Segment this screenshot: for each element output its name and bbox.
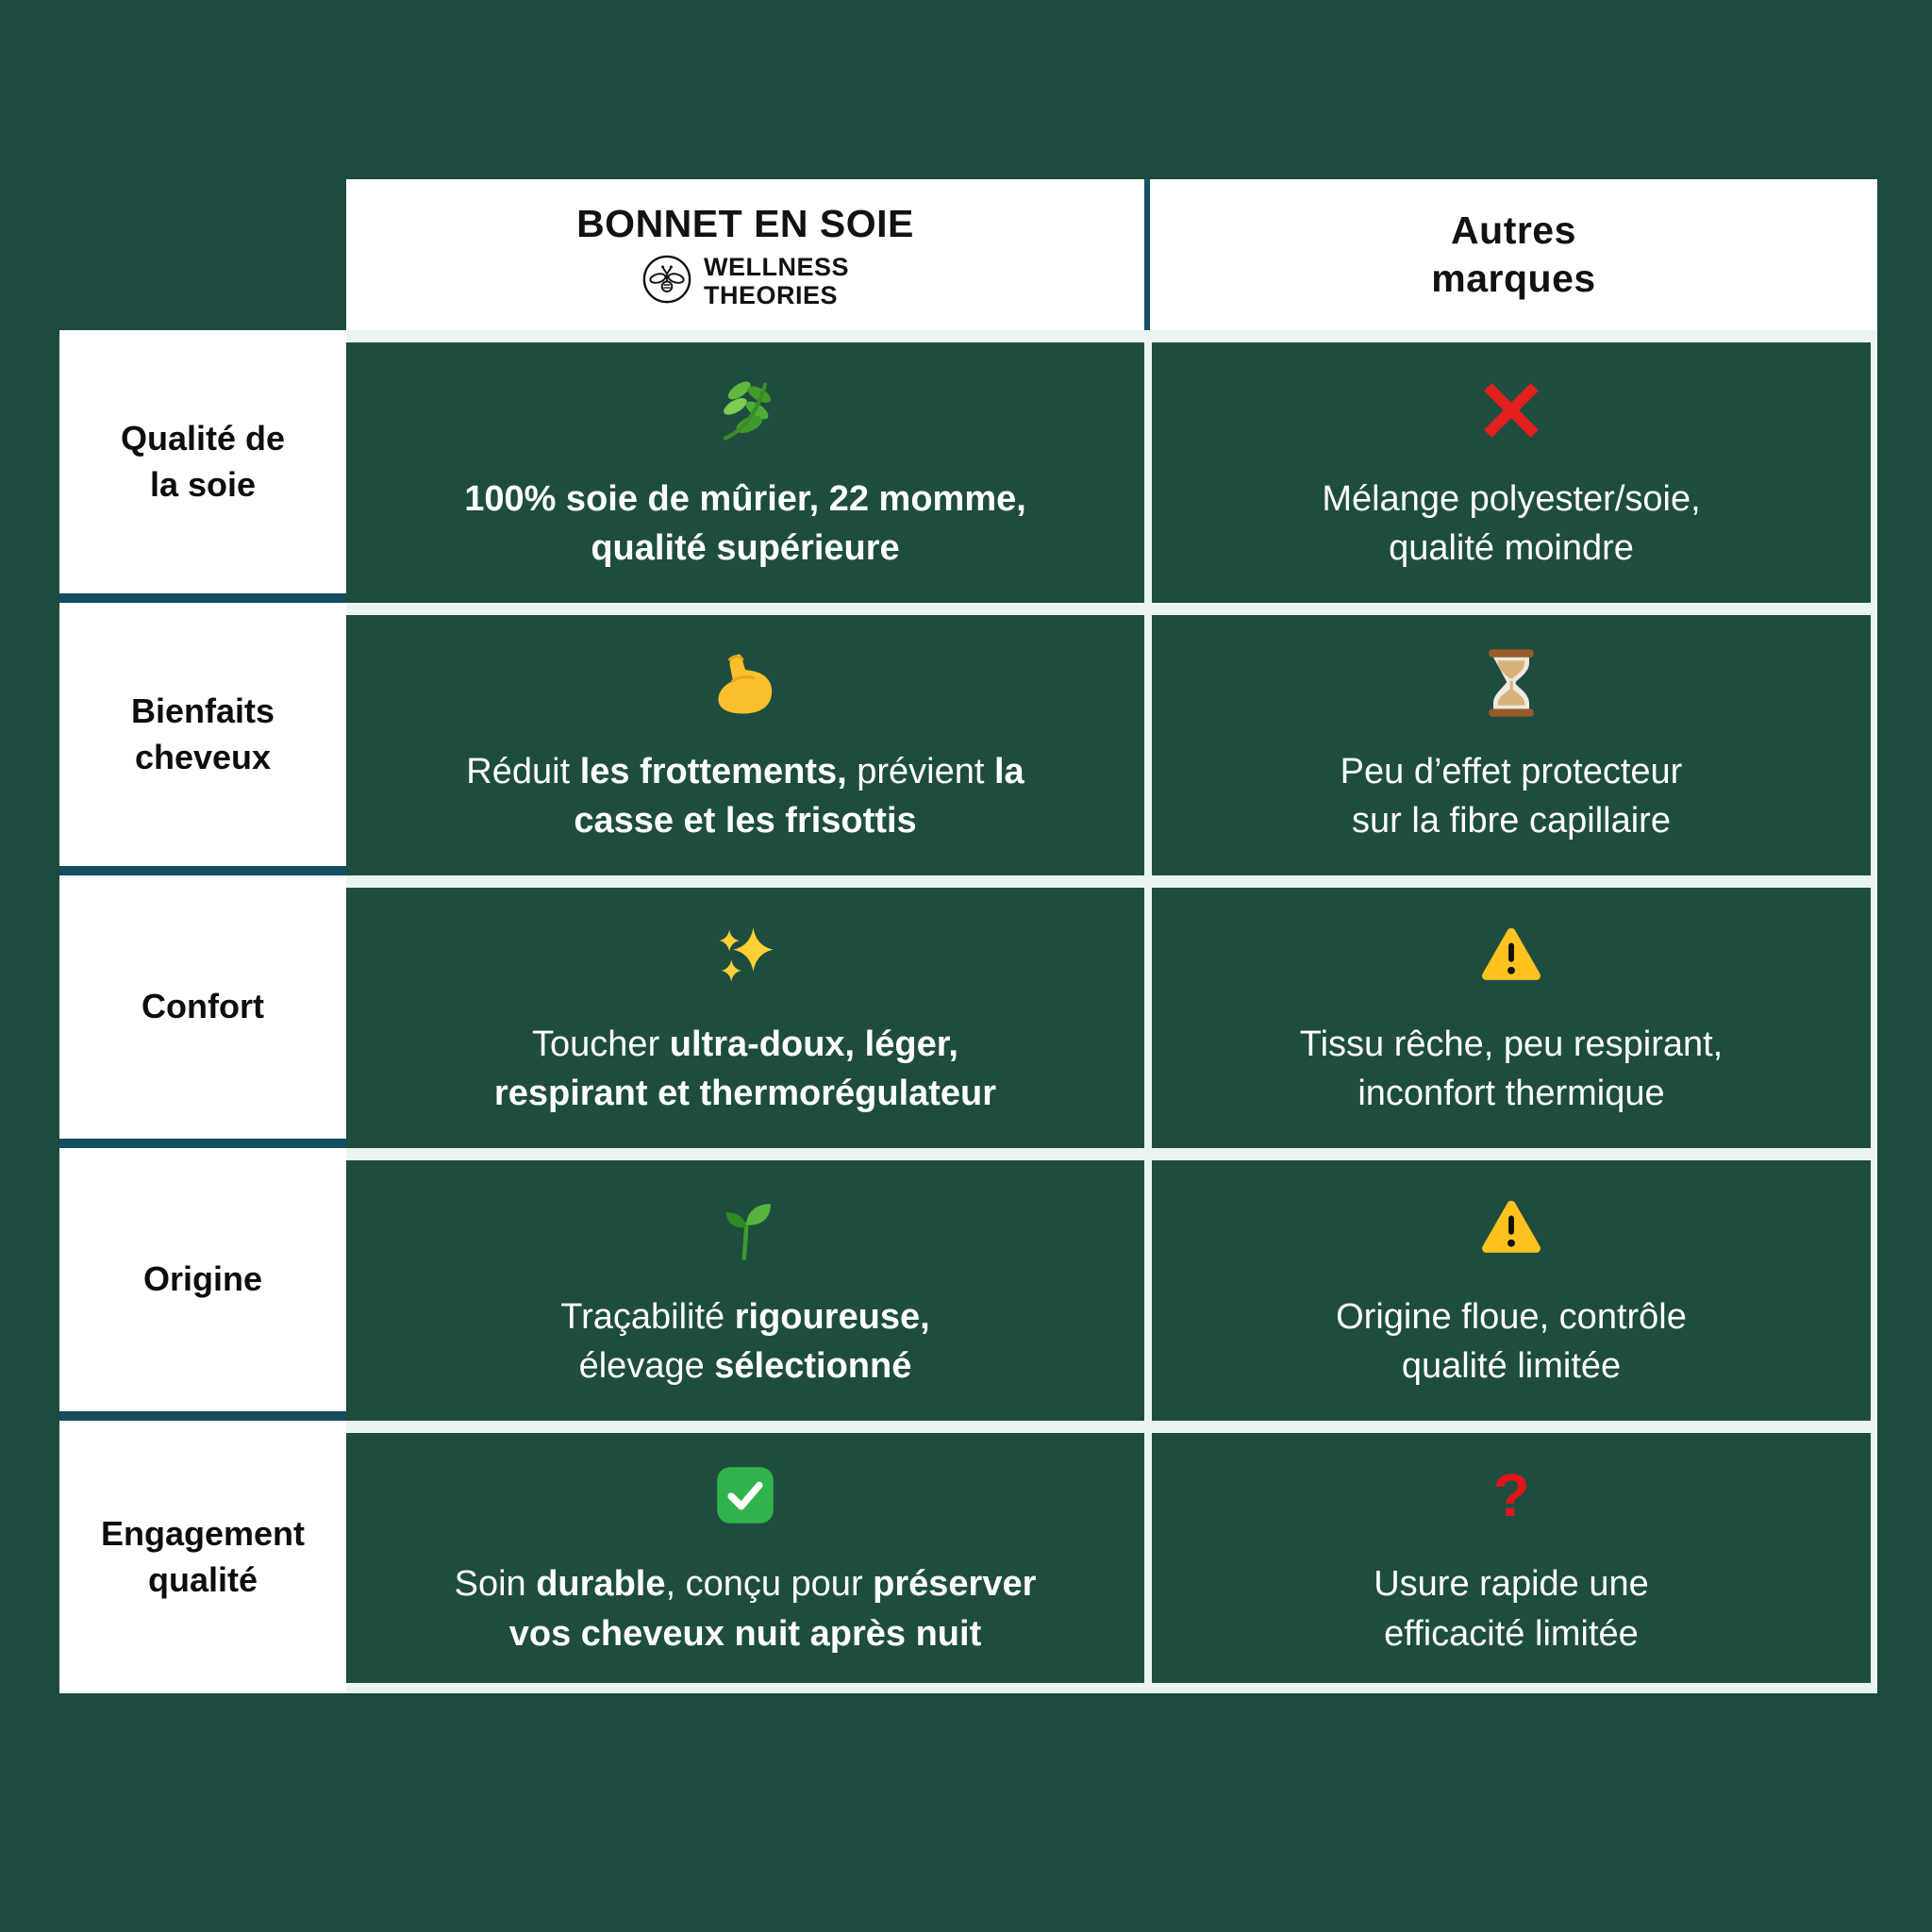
product-text-engagement-qualite: Soin durable, conçu pour préserver vos c… <box>454 1564 1037 1654</box>
empty-corner-cell <box>59 179 346 330</box>
question-glyph: ? <box>1492 1461 1530 1530</box>
sparkles-icon <box>709 918 781 993</box>
row-label-confort: Confort <box>59 875 346 1148</box>
others-cell-origine: Origine floue, contrôle qualité limitée <box>1144 1148 1877 1421</box>
brand-name: WELLNESS THEORIES <box>703 252 849 309</box>
others-text-bienfaits-cheveux: Peu d’effet protecteur sur la fibre capi… <box>1340 751 1683 841</box>
product-text-qualite-soie: 100% soie de mûrier, 22 momme, qualité s… <box>464 478 1026 568</box>
others-text-confort: Tissu rêche, peu respirant, inconfort th… <box>1299 1024 1724 1113</box>
header-product-column: BONNET EN SOIE WELLNESS THEORIES <box>346 179 1144 330</box>
row-label-qualite-soie: Qualité de la soie <box>59 330 346 603</box>
check-mark-icon <box>713 1457 777 1533</box>
others-text-qualite-soie: Mélange polyester/soie, qualité moindre <box>1322 478 1701 568</box>
herb-icon <box>709 373 781 448</box>
product-cell-bienfaits-cheveux: Réduit les frottements, prévient la cass… <box>346 603 1144 875</box>
brand-lockup: WELLNESS THEORIES <box>641 252 849 309</box>
warning-icon <box>1477 918 1545 993</box>
comparison-table: BONNET EN SOIE WELLNESS THEORIES Autres … <box>59 179 1877 1693</box>
others-column-title: Autres marques <box>1431 208 1596 300</box>
others-text-engagement-qualite: Usure rapide une efficacité limitée <box>1374 1564 1649 1654</box>
product-text-confort: Toucher ultra-doux, léger, respirant et … <box>493 1024 997 1113</box>
others-cell-qualite-soie: Mélange polyester/soie, qualité moindre <box>1144 330 1877 603</box>
warning-icon <box>1477 1191 1545 1266</box>
others-cell-confort: Tissu rêche, peu respirant, inconfort th… <box>1144 875 1877 1148</box>
product-text-bienfaits-cheveux: Réduit les frottements, prévient la cass… <box>466 751 1024 841</box>
wellness-theories-bee-logo-icon <box>641 254 692 309</box>
product-cell-confort: Toucher ultra-doux, léger, respirant et … <box>346 875 1144 1148</box>
others-text-origine: Origine floue, contrôle qualité limitée <box>1336 1296 1687 1386</box>
product-text-origine: Traçabilité rigoureuse, élevage sélectio… <box>560 1296 930 1386</box>
product-column-title: BONNET EN SOIE <box>576 201 914 245</box>
flexed-biceps-icon <box>708 645 782 721</box>
header-others-column: Autres marques <box>1144 179 1877 330</box>
row-label-engagement-qualite: Engagement qualité <box>59 1421 346 1693</box>
hourglass-icon <box>1475 645 1547 721</box>
others-cell-bienfaits-cheveux: Peu d’effet protecteur sur la fibre capi… <box>1144 603 1877 875</box>
product-cell-qualite-soie: 100% soie de mûrier, 22 momme, qualité s… <box>346 330 1144 603</box>
red-question-icon: ? <box>1492 1457 1529 1533</box>
row-label-origine: Origine <box>59 1148 346 1421</box>
cross-mark-icon <box>1480 373 1542 448</box>
others-cell-engagement-qualite: ? Usure rapide une efficacité limitée <box>1144 1421 1877 1693</box>
product-cell-origine: Traçabilité rigoureuse, élevage sélectio… <box>346 1148 1144 1421</box>
seedling-icon <box>711 1191 779 1266</box>
row-label-bienfaits-cheveux: Bienfaits cheveux <box>59 603 346 875</box>
product-cell-engagement-qualite: Soin durable, conçu pour préserver vos c… <box>346 1421 1144 1693</box>
